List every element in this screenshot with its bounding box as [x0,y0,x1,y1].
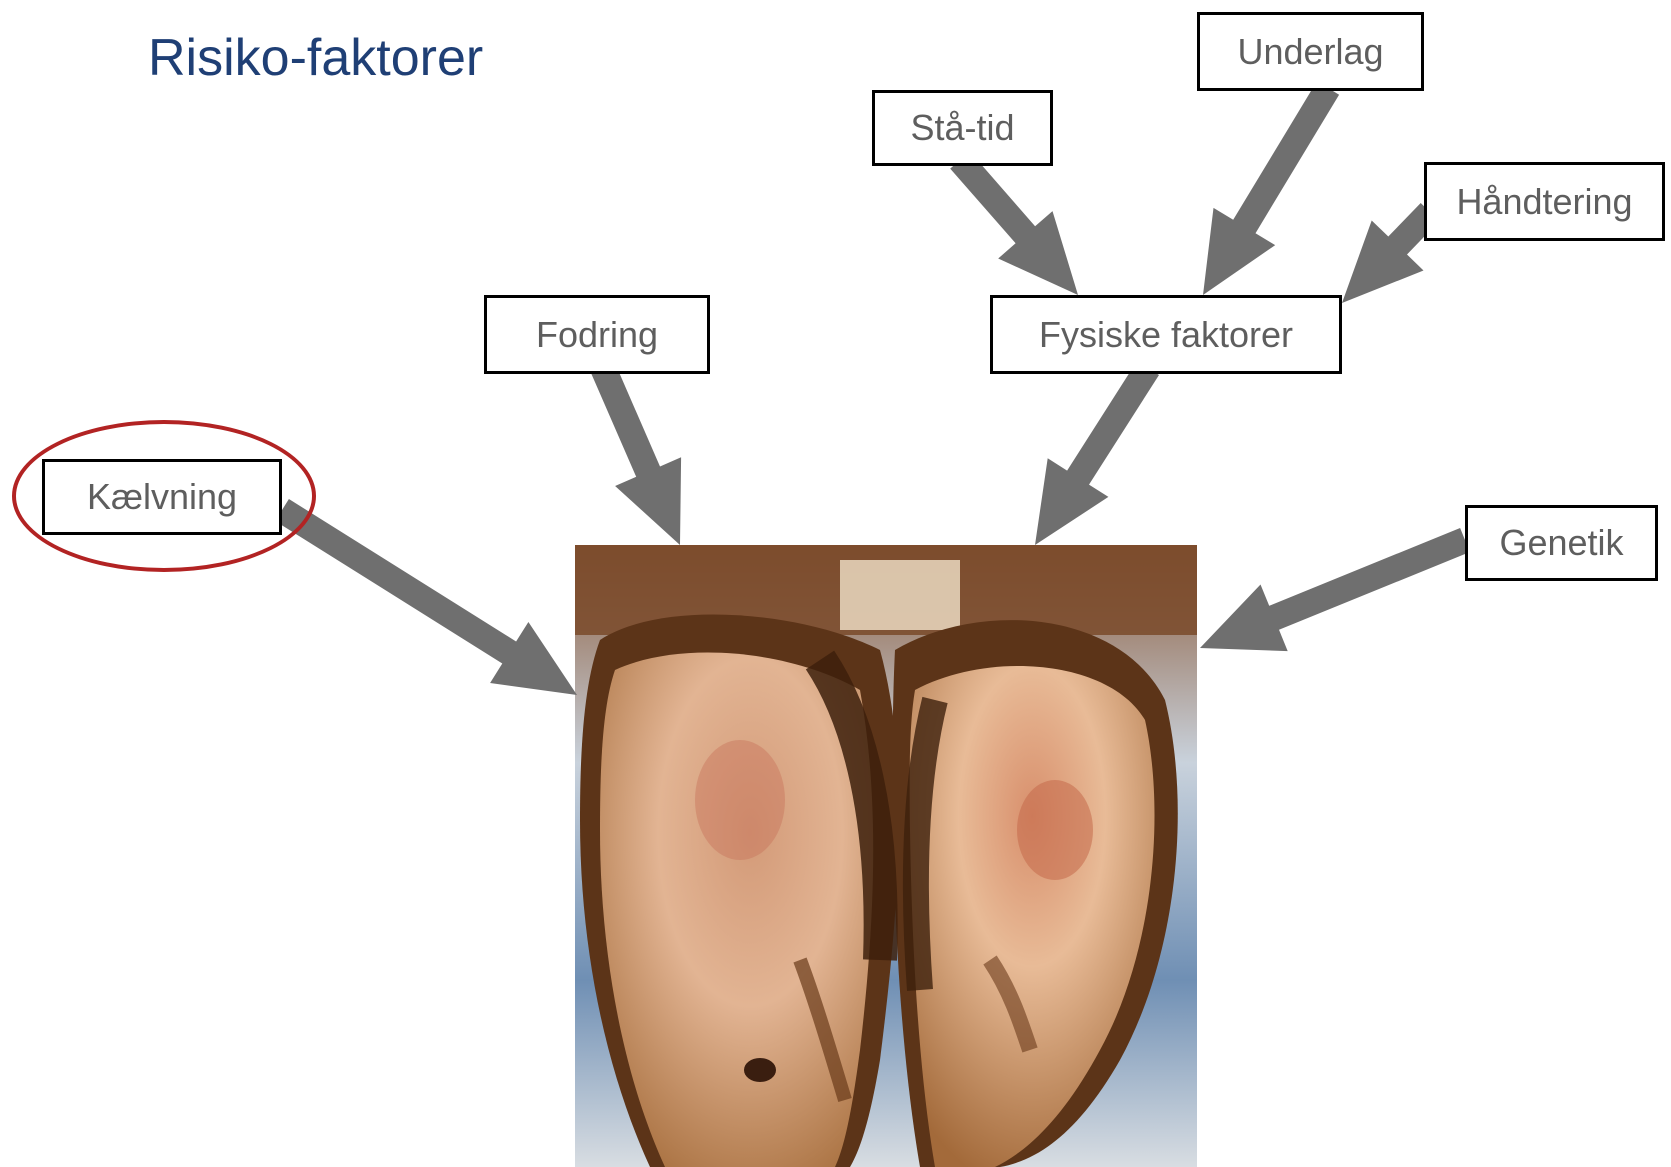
arrow-haandtering-to-fysiske [1342,203,1440,303]
arrow-genetik-to-claw [1200,528,1470,652]
arrow-staatid-to-fysiske [950,151,1078,295]
arrow-fodring-to-claw [591,362,682,545]
arrow-underlag-to-fysiske [1203,81,1340,295]
factor-genetik: Genetik [1465,505,1658,581]
highlight-ring [12,420,316,572]
factor-fysiske-faktorer: Fysiske faktorer [990,295,1342,374]
factor-fodring: Fodring [484,295,710,374]
arrow-fysiske-to-claw [1035,361,1159,545]
slide-title: Risiko-faktorer [148,29,484,87]
factor-haandtering: Håndtering [1424,162,1665,241]
factor-underlag: Underlag [1197,12,1424,91]
arrow-kaelvning-to-claw [275,499,577,695]
factor-staa-tid: Stå-tid [872,90,1053,166]
